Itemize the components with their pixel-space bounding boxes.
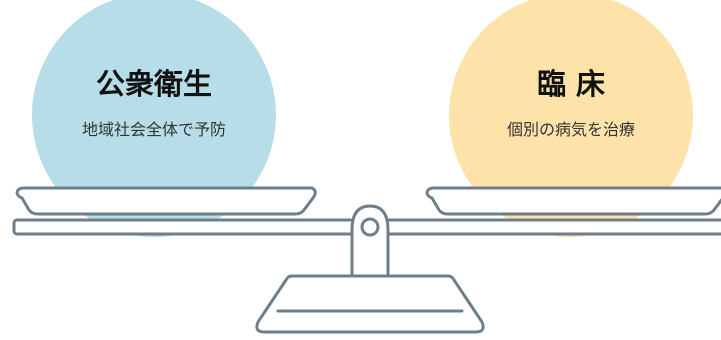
clinical-title: 臨 床 bbox=[537, 67, 605, 101]
clinical-group: 臨 床 個別の病気を治療 bbox=[449, 0, 693, 237]
clinical-circle bbox=[449, 0, 693, 237]
scale-base bbox=[255, 274, 485, 334]
balance-scale-icon bbox=[12, 186, 721, 334]
public-health-group: 公衆衛生 地域社会全体で予防 bbox=[32, 0, 276, 237]
pivot-ring bbox=[360, 217, 380, 237]
right-pan bbox=[425, 186, 721, 216]
public-health-circle bbox=[32, 0, 276, 237]
scale-pillar bbox=[350, 204, 390, 278]
public-health-title: 公衆衛生 bbox=[96, 67, 212, 101]
public-health-subtitle: 地域社会全体で予防 bbox=[82, 120, 226, 139]
clinical-subtitle: 個別の病気を治療 bbox=[507, 120, 635, 139]
left-pan bbox=[15, 186, 317, 216]
